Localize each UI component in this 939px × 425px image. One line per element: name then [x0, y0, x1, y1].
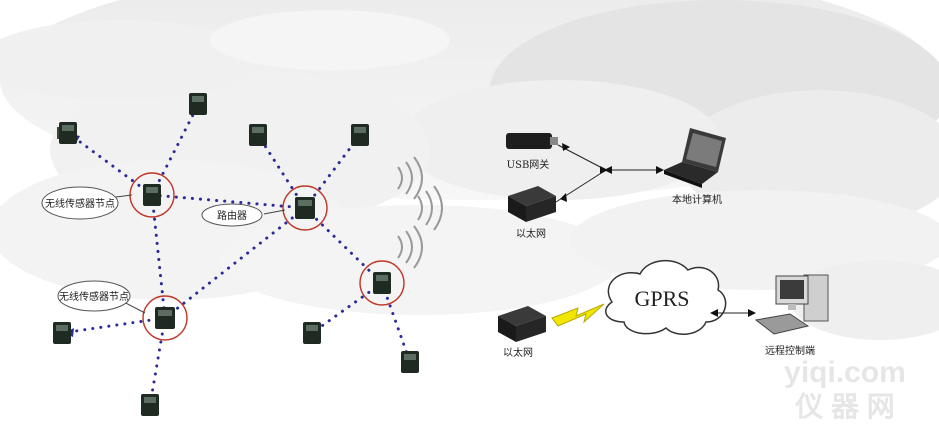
- sensor-device-icon: [141, 394, 159, 416]
- callout-sensor-node-2: 无线传感器节点: [57, 280, 146, 314]
- link-c: [150, 193, 307, 210]
- laptop-icon: 本地计算机: [664, 128, 726, 206]
- link-e: [303, 133, 362, 210]
- site-watermark: yiqi.com 仪 器 网: [784, 356, 906, 422]
- link-k: [310, 281, 384, 335]
- sensor-device-icon: [53, 322, 71, 344]
- sensor-device-icon: [351, 124, 369, 146]
- desktop-computer-icon: 远程控制端: [754, 274, 829, 357]
- mesh-links: [60, 103, 412, 407]
- link-d: [256, 133, 307, 210]
- sensor-device-icon: [57, 122, 77, 144]
- ethernet-device-2: 以太网: [498, 306, 546, 359]
- watermark-line-1: yiqi.com: [784, 356, 906, 389]
- sensor-device-icon: [143, 184, 161, 206]
- sensor-device-icon: [303, 322, 321, 344]
- wireless-signal-icon: [397, 156, 443, 269]
- link-g: [163, 206, 307, 320]
- sensor-device-icon: [249, 124, 267, 146]
- gprs-cloud: GPRS: [605, 259, 727, 335]
- sensor-device-icon: [189, 93, 207, 115]
- sensor-device-icon: [155, 307, 175, 329]
- link-l: [380, 281, 412, 364]
- sensor-devices: [53, 93, 419, 416]
- node-ring: [359, 260, 405, 306]
- usb-gateway-device: USB网关: [506, 133, 558, 171]
- watermark-line-2: 仪 器 网: [794, 391, 895, 422]
- ethernet-label-1: 以太网: [516, 227, 546, 240]
- link-arrow-icons: [560, 143, 664, 202]
- lightning-icon: [551, 303, 605, 327]
- ethernet-device-1: 以太网: [508, 186, 556, 240]
- gprs-label: GPRS: [634, 286, 689, 311]
- sensor-device-icon: [373, 272, 391, 294]
- ethernet-label-2: 以太网: [503, 346, 533, 359]
- sensor-device-icon: [401, 351, 419, 373]
- node-ring: [142, 295, 188, 341]
- link-a: [66, 131, 154, 197]
- sensor-node-label-1: 无线传感器节点: [45, 197, 115, 210]
- remote-link: [710, 309, 756, 317]
- router-label: 路由器: [217, 209, 247, 222]
- link-i: [60, 316, 167, 335]
- link-j: [148, 316, 167, 407]
- remote-monitor-label: 远程控制端: [765, 344, 815, 357]
- local-computer-label: 本地计算机: [672, 193, 722, 206]
- link-f: [303, 206, 384, 285]
- callout-sensor-node-1: 无线传感器节点: [41, 186, 133, 220]
- sensor-device-icon: [295, 197, 315, 219]
- usb-gateway-label: USB网关: [507, 158, 550, 171]
- node-ring: [282, 185, 328, 231]
- link-b: [150, 103, 200, 197]
- sensor-node-label-2: 无线传感器节点: [59, 290, 129, 303]
- callout-router: 路由器: [201, 203, 286, 227]
